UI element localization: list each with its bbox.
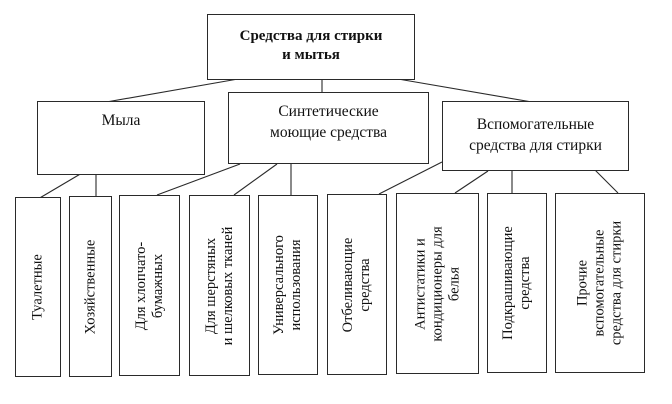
- leaf-wool-silk: Для шерстяных и шелковых тканей: [189, 195, 250, 376]
- root-line-1: Средства для стирки: [239, 28, 383, 44]
- leaf-bleaching: Отбеливающие средства: [327, 194, 387, 375]
- connector-root-auxiliary: [397, 78, 533, 103]
- connector-synthetic-leaf-3: [156, 163, 241, 196]
- root-node-label: Средства для стирки и мытья: [208, 27, 414, 65]
- category-soap-line-1: Мыла: [101, 112, 141, 129]
- category-synthetic-rect: Синтетические моющие средства: [228, 92, 429, 164]
- leaf-6-line-2: средства: [357, 257, 373, 312]
- leaf-bleaching-label: Отбеливающие средства: [340, 237, 374, 332]
- leaf-tinting: Подкрашивающие средства: [487, 193, 547, 373]
- leaf-3-line-1: Для хлопчато-: [132, 241, 149, 330]
- leaf-wool-silk-label: Для шерстяных и шелковых тканей: [203, 226, 237, 345]
- leaf-9-line-3: средства для стирки: [608, 220, 625, 346]
- root-line-2: и мытья: [282, 47, 340, 63]
- leaf-4-line-2: и шелковых тканей: [219, 226, 236, 345]
- leaf-6-line-1: Отбеливающие: [340, 237, 356, 332]
- leaf-5-line-2: использования: [288, 239, 304, 331]
- leaf-3-line-2: бумажных: [149, 253, 166, 318]
- connector-auxiliary-leaf-9: [594, 169, 619, 194]
- category-synthetic-line-1: Синтетические: [278, 103, 379, 120]
- leaf-toilet-soap: Туалетные: [15, 197, 61, 377]
- leaf-universal: Универсального использования: [258, 195, 318, 375]
- root-node: Средства для стирки и мытья: [207, 14, 415, 80]
- leaf-antistatic-label: Антистатики и кондиционеры для белья: [412, 226, 463, 341]
- leaf-cotton: Для хлопчато- бумажных: [119, 195, 180, 376]
- category-soap-label: Мыла: [38, 110, 204, 131]
- category-soap: Мыла: [37, 101, 205, 175]
- category-auxiliary: Вспомогательные средства для стирки: [442, 101, 629, 171]
- category-auxiliary-line-1: Вспомогательные: [476, 116, 595, 133]
- category-auxiliary-label: Вспомогательные средства для стирки: [443, 114, 628, 156]
- leaf-8-line-2: средства: [517, 256, 533, 310]
- connector-soap-leaf-1: [37, 172, 83, 200]
- leaf-antistatic: Антистатики и кондиционеры для белья: [396, 193, 479, 374]
- leaf-other-auxiliary-label: Прочие вспомогательные средства для стир…: [575, 221, 626, 345]
- leaf-tinting-label: Подкрашивающие средства: [500, 226, 534, 340]
- leaf-9-line-2: вспомогательные: [591, 229, 608, 337]
- category-synthetic-label: Синтетические моющие средства: [229, 101, 428, 143]
- leaf-7-line-2: кондиционеры для: [429, 225, 445, 342]
- leaf-other-auxiliary: Прочие вспомогательные средства для стир…: [555, 193, 645, 373]
- connector-auxiliary-leaf-6: [378, 161, 443, 195]
- connector-auxiliary-leaf-7: [454, 170, 489, 194]
- category-auxiliary-line-2: средства для стирки: [469, 137, 602, 154]
- leaf-1-line-1: Туалетные: [29, 254, 46, 320]
- leaf-8-line-1: Подкрашивающие: [500, 226, 516, 340]
- leaf-7-line-3: белья: [446, 266, 462, 301]
- connector-synthetic-leaf-4: [233, 163, 278, 196]
- leaf-toilet-soap-label: Туалетные: [30, 254, 47, 320]
- leaf-7-line-1: Антистатики и: [412, 237, 428, 330]
- category-synthetic-line-2: моющие средства: [270, 124, 387, 141]
- leaf-4-line-1: Для шерстяных: [202, 237, 219, 334]
- leaf-household-soap: Хозяйственные: [69, 196, 112, 377]
- leaf-2-line-1: Хозяйственные: [82, 239, 98, 334]
- leaf-cotton-label: Для хлопчато- бумажных: [133, 241, 167, 330]
- leaf-5-line-1: Универсального: [271, 235, 287, 335]
- leaf-universal-label: Универсального использования: [271, 235, 305, 335]
- leaf-9-line-1: Прочие: [574, 259, 591, 307]
- connector-root-soap: [94, 78, 239, 105]
- leaf-household-soap-label: Хозяйственные: [82, 239, 99, 334]
